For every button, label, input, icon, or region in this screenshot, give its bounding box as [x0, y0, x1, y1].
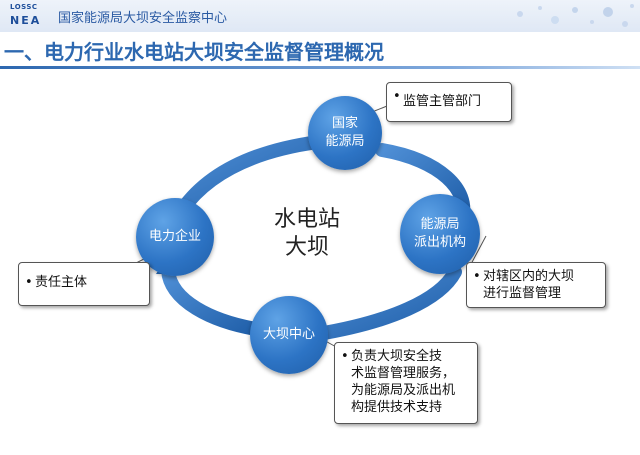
- node-branch-line-2: 派出机构: [413, 235, 466, 250]
- title-underline: [0, 66, 640, 69]
- header-decoration: [517, 4, 634, 27]
- org-name: 国家能源局大坝安全监察中心: [58, 11, 228, 26]
- center-line-2: 大坝: [284, 235, 329, 260]
- callout-branch-line-2: 进行监督管理: [483, 286, 562, 301]
- bullet: •: [393, 89, 401, 104]
- callout-dam-line-4: 构提供技术支持: [351, 400, 443, 415]
- node-enterprise: 电力企业: [136, 198, 214, 276]
- node-nea: 国家 能源局: [308, 96, 382, 170]
- header-bar: LOSSC NEA 国家能源局大坝安全监察中心: [0, 0, 640, 32]
- callout-supervisor: • 监管主管部门: [386, 82, 512, 122]
- callout-enterprise-duty: • 责任主体: [18, 262, 150, 306]
- callout-dam-line-2: 术监督管理服务，: [351, 366, 456, 381]
- callout-supervisor-line-1: 监管主管部门: [403, 94, 482, 109]
- callout-enterprise-line-1: 责任主体: [35, 275, 88, 290]
- logo-top-text: LOSSC: [10, 3, 38, 11]
- ring-arc-bottom-left: [161, 263, 269, 337]
- center-label: 水电站 大坝: [262, 206, 352, 262]
- callout-branch-line-1: 对辖区内的大坝: [483, 269, 575, 284]
- connector-branch: [469, 235, 487, 267]
- bullet: •: [25, 275, 33, 290]
- bullet: •: [473, 269, 481, 284]
- bullet: •: [341, 349, 349, 364]
- callout-dam-line-1: 负责大坝安全技: [351, 349, 443, 364]
- callout-dam-line-3: 为能源局及派出机: [351, 383, 456, 398]
- center-line-1: 水电站: [273, 207, 340, 232]
- node-dam-center-line-1: 大坝中心: [262, 327, 315, 342]
- node-nea-line-1: 国家: [331, 116, 358, 131]
- ring-arc-right-bottom: [311, 265, 462, 341]
- node-enterprise-line-1: 电力企业: [148, 229, 201, 244]
- node-branch: 能源局 派出机构: [400, 194, 480, 274]
- node-nea-line-2: 能源局: [325, 134, 365, 149]
- callout-dam-center-duty: • 负责大坝安全技 术监督管理服务， 为能源局及派出机 构提供技术支持: [334, 342, 478, 424]
- logo-bottom-text: NEA: [10, 14, 42, 27]
- node-dam-center: 大坝中心: [250, 296, 328, 374]
- node-branch-line-1: 能源局: [420, 217, 460, 232]
- callout-branch-duty: • 对辖区内的大坝 进行监督管理: [466, 262, 606, 308]
- ring-arc-left-top: [175, 135, 325, 217]
- page-title: 一、电力行业水电站大坝安全监督管理概况: [4, 40, 384, 64]
- nea-logo: LOSSC NEA: [6, 2, 50, 30]
